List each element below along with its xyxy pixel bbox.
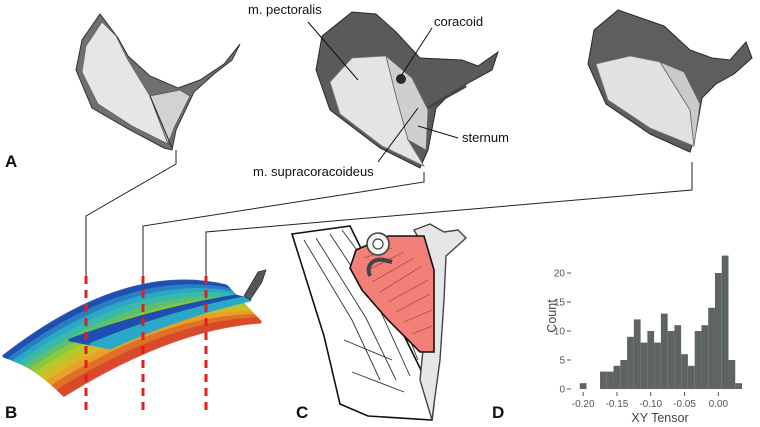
y-tick-label: 0 — [559, 385, 565, 396]
fiber-tracts — [2, 279, 262, 397]
label-supracoracoideus: m. supracoracoideus — [253, 164, 374, 179]
coracoid-ring-inner — [372, 238, 384, 250]
histogram-bar — [606, 371, 614, 389]
sternum-leader — [417, 125, 459, 139]
histogram-bar — [620, 360, 628, 389]
y-tick-label: 5 — [559, 356, 565, 367]
histogram-bar — [694, 331, 702, 389]
histogram-bar — [667, 331, 675, 389]
histogram-bar — [674, 325, 682, 389]
histogram-bar — [735, 383, 742, 389]
label-pectoralis: m. pectoralis — [248, 2, 322, 17]
histogram-bar — [633, 319, 641, 389]
histogram-bar — [687, 365, 695, 389]
pectoralis-leader — [307, 21, 359, 81]
panel-label-c: C — [296, 403, 308, 422]
x-tick-label: -0.05 — [673, 399, 696, 410]
panel-b: B — [2, 269, 267, 422]
panel-d: D Count XY Tensor 0 5 10 15 20 -0.20 -0.15 -0.1… — [492, 255, 742, 425]
histogram-bar — [681, 354, 688, 389]
tendon-tip — [243, 269, 267, 301]
connector-lines — [85, 150, 693, 276]
panel-c: C — [290, 223, 468, 422]
x-axis-title: XY Tensor — [631, 411, 688, 425]
supracoracoideus-leader — [377, 107, 419, 163]
y-tick-label: 10 — [554, 327, 566, 338]
coracoid-leader — [400, 27, 433, 77]
histogram-bar — [647, 331, 655, 389]
panel-label-b: B — [5, 403, 17, 422]
connector-2 — [142, 172, 425, 276]
x-tick-label: -0.15 — [606, 399, 629, 410]
panel-a: m. pectoralis coracoid sternum m. suprac… — [5, 2, 753, 179]
x-tick-label: 0.00 — [709, 399, 729, 410]
sternum-render-2 — [315, 11, 499, 169]
histogram-bar — [714, 273, 722, 389]
x-tick-label: -0.10 — [639, 399, 662, 410]
histogram-bar — [660, 313, 668, 389]
histogram-bar — [654, 342, 661, 389]
histogram-bar — [613, 365, 621, 389]
histogram-bar — [728, 360, 736, 389]
connector-3 — [205, 162, 693, 276]
connector-1 — [85, 150, 177, 276]
y-tick-label: 15 — [554, 298, 566, 309]
x-tick-label: -0.20 — [572, 399, 595, 410]
fiber-tract — [62, 320, 262, 397]
histogram-bar — [640, 342, 648, 389]
histogram-bar — [708, 307, 715, 389]
panel-label-d: D — [492, 403, 504, 422]
histogram-bar — [721, 255, 729, 389]
y-tick-label: 20 — [554, 269, 566, 280]
histogram-bar — [627, 336, 634, 389]
fiber-tract-dorsal — [108, 298, 252, 350]
histogram-bar — [600, 371, 607, 389]
tendon-hook — [366, 257, 393, 277]
panel-label-a: A — [5, 152, 17, 171]
label-coracoid: coracoid — [434, 14, 483, 29]
sternum-render-1 — [75, 13, 241, 151]
label-sternum: sternum — [462, 130, 509, 145]
histogram-bar — [579, 383, 587, 389]
histogram-bar — [701, 325, 709, 389]
sternum-render-3 — [587, 9, 753, 153]
y-axis-title: Count — [545, 299, 559, 333]
